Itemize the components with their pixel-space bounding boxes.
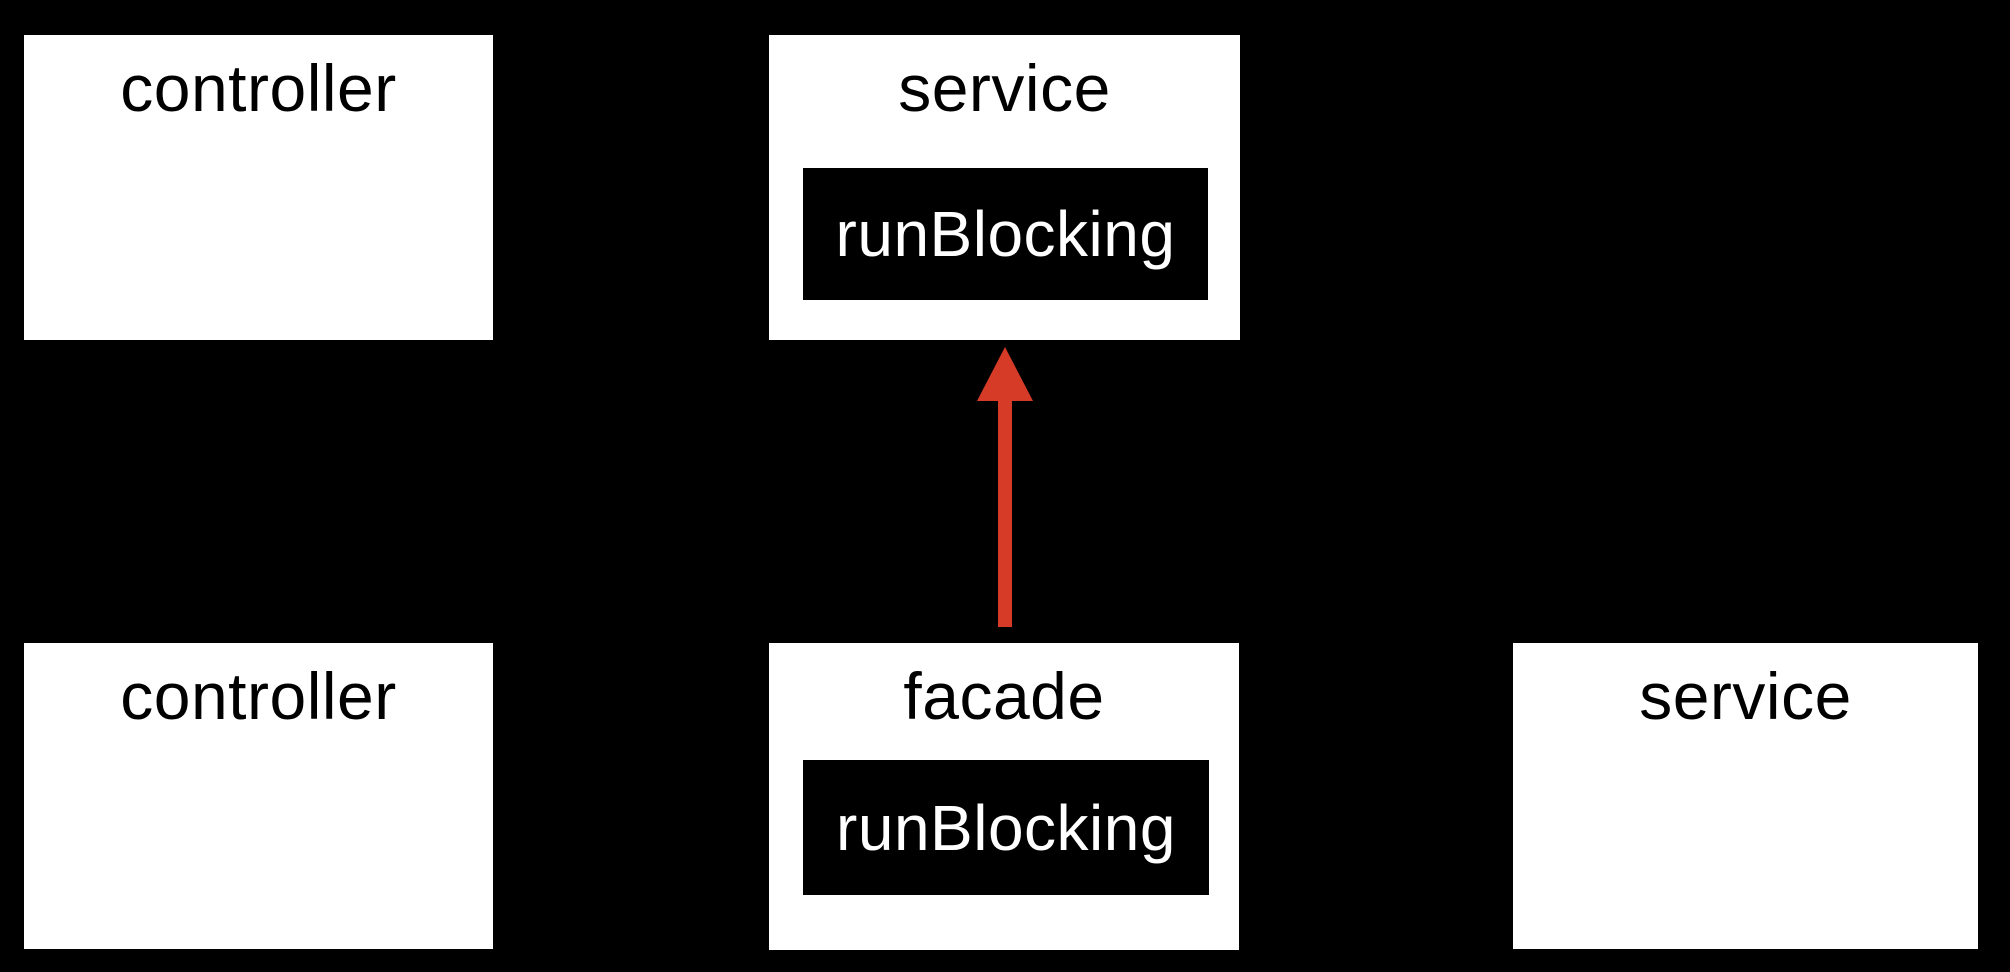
inner-box-runblocking-facade-label: runBlocking [836,791,1176,864]
node-service-bottom: service [1513,643,1978,949]
node-service-bottom-label: service [1639,659,1852,733]
node-controller-bottom-label: controller [120,659,397,733]
node-facade: facade runBlocking [769,643,1239,950]
node-service-top: service runBlocking [769,35,1240,340]
arrow-facade-to-service-icon [977,347,1033,627]
node-facade-label: facade [903,659,1105,733]
node-controller-top-label: controller [120,51,397,125]
inner-box-runblocking-service-label: runBlocking [835,198,1176,270]
node-controller-top: controller [24,35,493,340]
inner-box-runblocking-service: runBlocking [803,168,1208,300]
inner-box-runblocking-facade: runBlocking [803,760,1209,895]
node-controller-bottom: controller [24,643,493,949]
node-service-top-label: service [898,51,1111,125]
arrow-head [977,347,1033,401]
arrow-shaft [998,399,1012,627]
